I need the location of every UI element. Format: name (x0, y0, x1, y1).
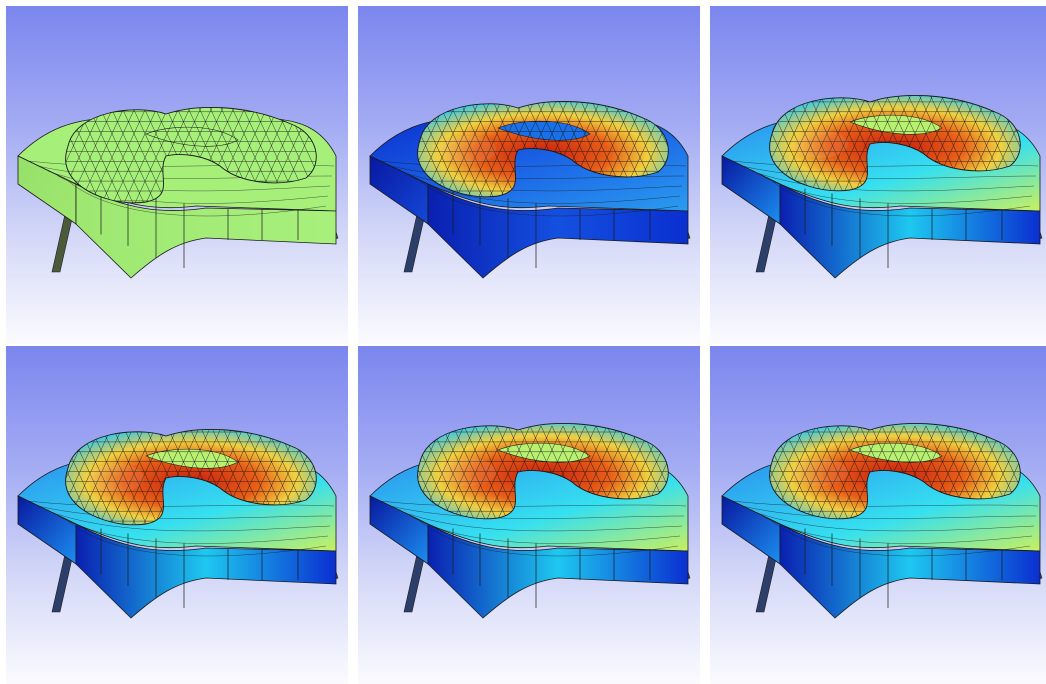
render-4 (17, 428, 339, 619)
panel-5 (358, 346, 700, 684)
panel-6 (710, 346, 1046, 684)
panel-3 (710, 6, 1046, 344)
render-6 (721, 422, 1043, 619)
panel-2 (358, 6, 700, 344)
panel-4 (6, 346, 348, 684)
panel-1 (6, 6, 348, 344)
cushion-surface (65, 106, 317, 204)
render-1 (17, 106, 339, 279)
render-2 (369, 100, 691, 279)
render-3 (721, 94, 1043, 279)
cushion-surface (417, 100, 669, 198)
render-5 (369, 422, 691, 619)
